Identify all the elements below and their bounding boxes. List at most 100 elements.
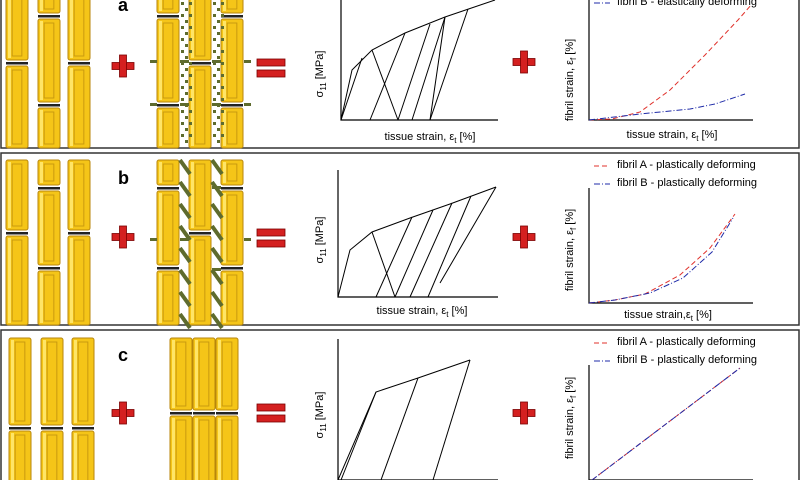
fibril-groove	[43, 111, 55, 145]
fibril-body	[156, 0, 180, 14]
fibril-groove	[77, 434, 89, 480]
fibril-body	[37, 0, 61, 14]
fibril-segment	[5, 159, 29, 231]
fibril-segment	[5, 65, 29, 149]
crosslink-dot	[213, 2, 216, 5]
fibril-groove	[221, 341, 233, 407]
tissue-xlabel-unit: [%]	[457, 131, 476, 143]
crosslink-dot	[221, 110, 224, 113]
crosslink-dot	[189, 110, 192, 113]
crosslink-dot	[213, 26, 216, 29]
stress-symbol: σ	[314, 256, 326, 263]
fibril-gap-line	[170, 412, 192, 415]
unload-line-a2	[371, 49, 399, 121]
fibril-segment	[67, 0, 91, 61]
panel-letter-a: a	[118, 0, 129, 15]
crosslink-dot	[221, 98, 224, 101]
stress-strain-plots	[337, 0, 498, 480]
fibril-segment	[8, 337, 32, 426]
fibril-gap-line	[72, 427, 94, 430]
crosslink-dot	[189, 50, 192, 53]
fibril-gap-line	[189, 62, 211, 65]
stress-axes-c	[337, 339, 498, 480]
fibril-gap-line	[193, 412, 215, 415]
fibril-highlight	[223, 0, 226, 11]
crosslink-bridge	[180, 238, 189, 241]
stress-subscript: 11	[319, 248, 328, 257]
crosslink-dot	[189, 98, 192, 101]
fibril-groove	[73, 239, 85, 322]
fibril-groove	[73, 163, 85, 227]
crosslink-dot	[217, 32, 220, 35]
crosslink-dot	[185, 80, 188, 83]
fibril-groove	[43, 274, 55, 322]
crosslink-dot	[189, 74, 192, 77]
fibril-highlight	[11, 433, 14, 480]
fibril-gap-line	[41, 427, 63, 430]
fibril-groove	[162, 0, 174, 10]
fibril-highlight	[40, 21, 43, 100]
crosslink-bridge	[180, 103, 189, 106]
crosslink-dot	[213, 38, 216, 41]
fibril-ylabel-c: fibril strain, εf [%]	[564, 377, 578, 459]
tissue-xlabel-text: tissue strain, ε	[377, 305, 447, 317]
crosslink-dot	[189, 38, 192, 41]
crosslink-diagonal	[178, 158, 192, 176]
stress-envelope-c	[337, 359, 471, 480]
fibril-highlight	[172, 340, 175, 408]
equals-sign-icon	[256, 403, 286, 423]
fibril-segment	[220, 107, 244, 149]
plus-bar-v	[520, 225, 528, 249]
fibril-segment	[220, 0, 244, 14]
fibril-gap-line	[189, 232, 211, 235]
crosslink-dot	[213, 14, 216, 17]
fibril-body	[67, 235, 91, 326]
fibril-xlabel-a: tissue strain, εt [%]	[627, 129, 718, 143]
crosslink-stub	[244, 60, 251, 63]
fibril-groove	[162, 163, 174, 182]
fibril-body	[156, 107, 180, 149]
panel-c-frame	[0, 329, 800, 480]
fibril-gap-line	[9, 427, 31, 430]
crosslink-dot	[213, 74, 216, 77]
fibril-xlabel-b: tissue strain,εt [%]	[624, 309, 712, 323]
fibril-body	[71, 430, 95, 480]
crosslink-dot	[189, 2, 192, 5]
fibril-groove	[46, 434, 58, 480]
fibril-body	[37, 107, 61, 149]
fibril-b-curve	[588, 217, 734, 304]
fibril-groove	[194, 239, 206, 322]
stress-axes-a	[340, 0, 498, 121]
crosslink-dot	[213, 122, 216, 125]
crosslink-dot	[181, 110, 184, 113]
unload-line-a4	[411, 16, 446, 121]
equals-bar-top	[256, 228, 286, 237]
fibril-ylabel-text: fibril strain, ε	[564, 398, 576, 459]
stress-ylabel-b: σ11 [MPa]	[314, 217, 328, 264]
fibril-gap-line	[221, 267, 243, 270]
fibril-b-curve	[591, 367, 741, 480]
operator-icons	[111, 50, 536, 425]
crosslink-diagonal	[210, 224, 224, 242]
plus-sign-icon	[512, 50, 536, 74]
stress-unit: [MPa]	[314, 217, 326, 249]
stress-envelope-b	[337, 186, 497, 298]
fibril-body	[67, 0, 91, 61]
fibril-groove	[43, 22, 55, 99]
fibril-segment	[220, 190, 244, 266]
fibril-gap-line	[6, 232, 28, 235]
fibril-body	[37, 159, 61, 186]
fibril-highlight	[223, 193, 226, 263]
crosslink-dot	[185, 32, 188, 35]
fibril-body	[220, 190, 244, 266]
legend-c-line2: fibril B - plastically deforming	[617, 354, 757, 366]
fibril-segment	[220, 18, 244, 103]
plus-bar-v	[520, 50, 528, 74]
crosslink-diagonal	[210, 246, 224, 264]
fibril-groove	[221, 419, 233, 480]
fibril-gap-line	[221, 15, 243, 18]
unload-line-a3	[397, 23, 431, 121]
crosslink-dot	[181, 26, 184, 29]
unload-line-a1	[369, 32, 406, 121]
fibril-gap-line	[68, 232, 90, 235]
